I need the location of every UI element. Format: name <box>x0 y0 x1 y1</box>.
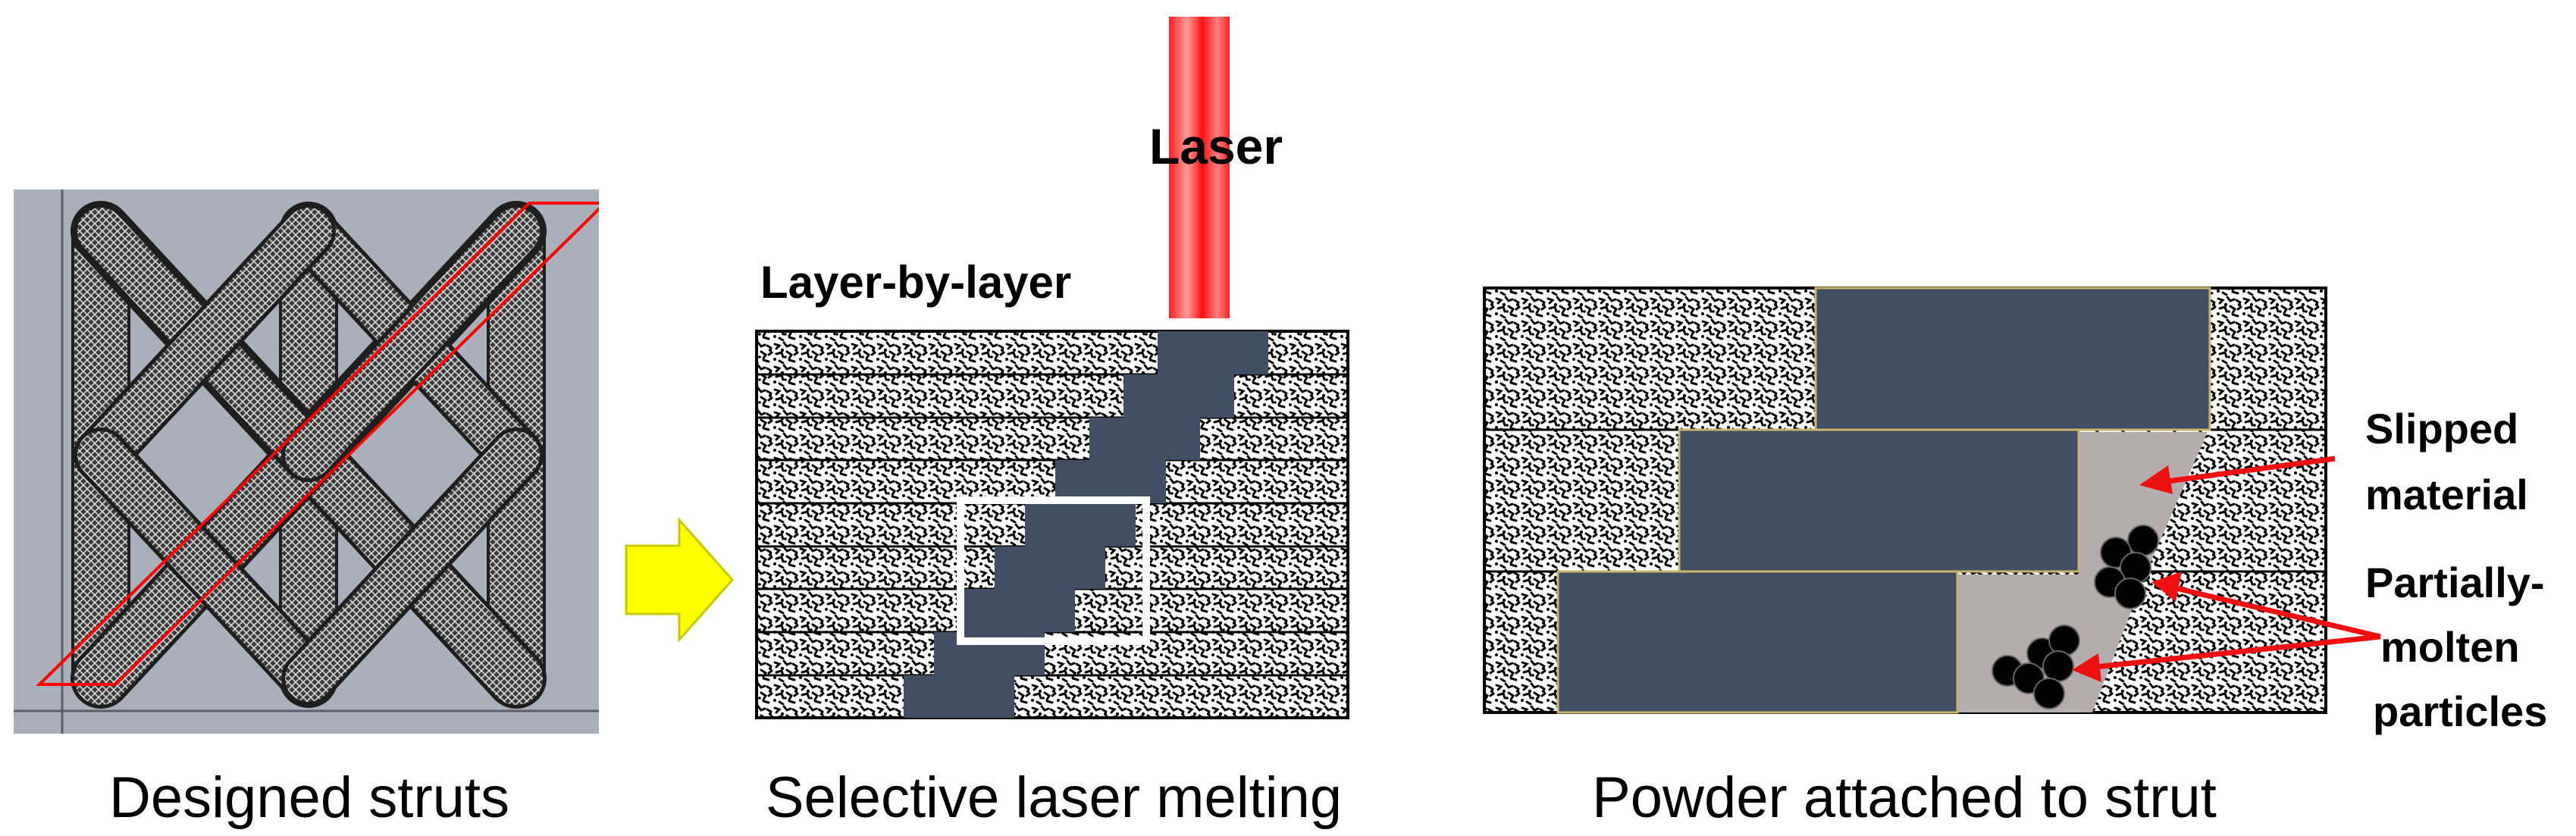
slipped-material-label-line2: material <box>2365 471 2528 518</box>
annotation-arrows <box>2072 456 2381 682</box>
layer-by-layer-label: Layer-by-layer <box>760 257 1071 308</box>
laser-label: Laser <box>1149 118 1283 174</box>
lattice-struts <box>71 201 547 709</box>
slipped-material-label-line1: Slipped <box>2365 405 2518 452</box>
section-plane-outline <box>36 202 599 686</box>
partially-molten-particles <box>1992 524 2159 709</box>
slm-panel: Laser Layer-by-layer Selective laser mel… <box>755 17 1349 830</box>
zoom-highlight-box <box>957 496 1150 645</box>
slipped-material <box>1957 432 2208 712</box>
partial-molten-label-line2: molten <box>2380 623 2520 671</box>
powder-panel: Slipped material Partially- molten parti… <box>1483 286 2547 830</box>
designed-struts-panel: Designed struts <box>14 189 599 830</box>
designed-struts-caption: Designed struts <box>109 766 509 830</box>
detail-strut-layers <box>1556 286 2211 714</box>
laser-beam <box>1169 17 1230 318</box>
partial-molten-label-line1: Partially- <box>2365 559 2545 606</box>
slm-caption: Selective laser melting <box>766 766 1342 830</box>
powder-caption: Powder attached to strut <box>1592 766 2217 830</box>
partial-molten-label-line3: particles <box>2373 687 2547 735</box>
process-arrow <box>625 517 735 643</box>
